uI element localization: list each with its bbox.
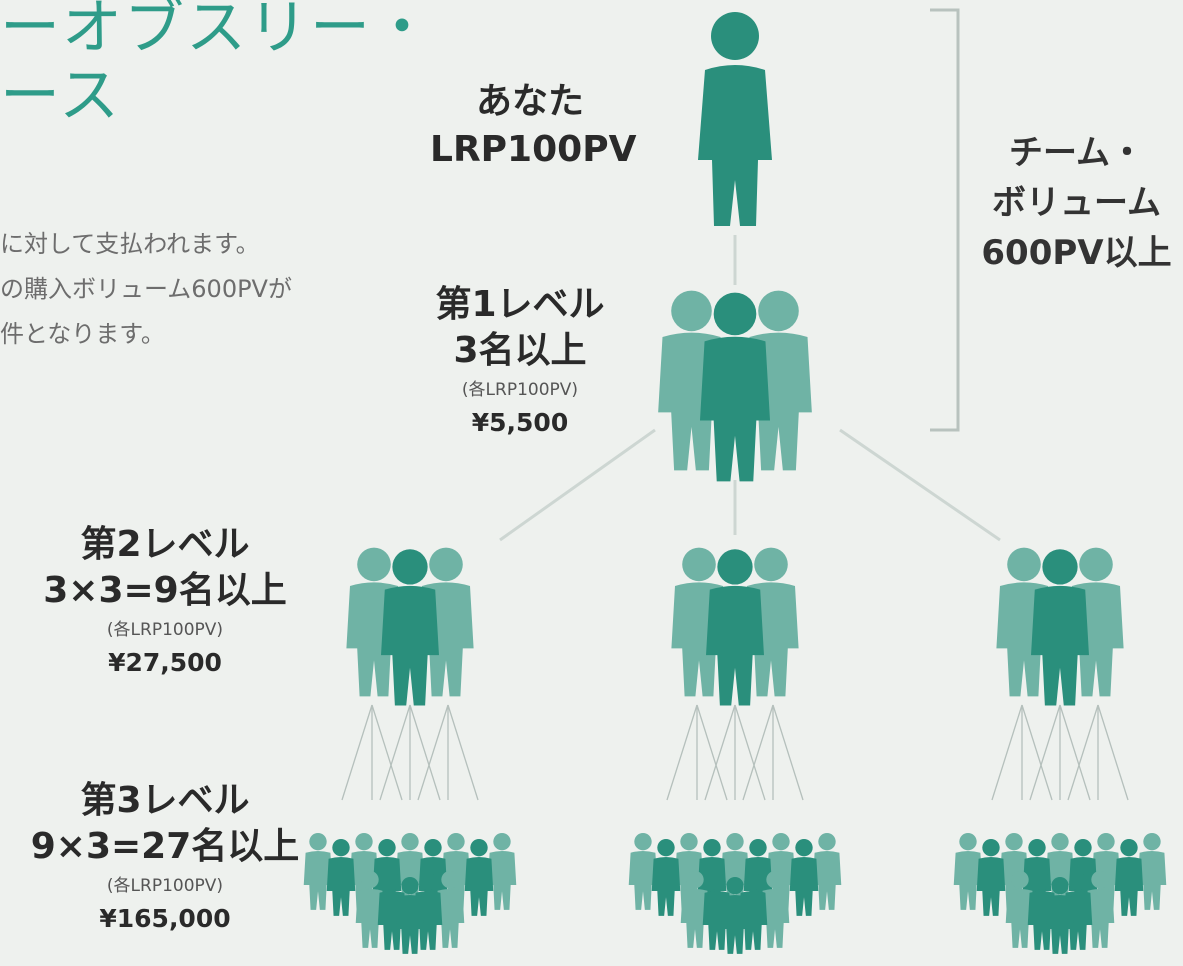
person-icon [789, 838, 819, 916]
person-icon [699, 292, 771, 482]
level-2-group-3 [996, 547, 1124, 706]
description-line-3: 件となります。 [0, 320, 165, 348]
level-3-cluster-1 [303, 832, 517, 954]
page-title: ーオブスリー・ ース [0, 0, 434, 130]
level-1-condition: (各LRP100PV) [461, 380, 579, 400]
fan-line [1097, 704, 1129, 801]
fan-line [696, 704, 728, 801]
person-icon [706, 549, 764, 706]
you-volume: LRP100PV [430, 129, 637, 170]
fan-line [417, 704, 449, 801]
level-1-count: 3名以上 [453, 330, 587, 371]
fan-line [379, 704, 411, 801]
connector-lines [499, 235, 1001, 542]
level-3-cluster-3 [953, 832, 1167, 954]
level-1-bonus: ¥5,500 [471, 408, 569, 437]
fan-line [1029, 704, 1061, 801]
fan-line [1067, 704, 1099, 801]
description-line-1: に対して支払われます。 [0, 230, 260, 258]
fan-line [447, 704, 479, 801]
level-1-label: 第1レベル 3名以上 (各LRP100PV) ¥5,500 [420, 282, 620, 440]
fan-lines [341, 704, 1129, 801]
fan-line [341, 704, 373, 801]
description-line-2: の購入ボリューム600PVが [0, 275, 292, 303]
description: に対して支払われます。 の購入ボリューム600PVが 件となります。 [0, 222, 292, 357]
you-person-icon [698, 12, 772, 226]
level-3-bonus: ¥165,000 [99, 904, 231, 933]
fan-line [1059, 704, 1091, 801]
level-3-name: 第3レベル [80, 780, 250, 821]
level-3-count: 9×3=27名以上 [30, 826, 300, 867]
level-1-group [658, 290, 812, 482]
level-2-group-2 [671, 547, 799, 706]
person-icon [1031, 549, 1089, 706]
level-3-label: 第3レベル 9×3=27名以上 (各LRP100PV) ¥165,000 [0, 778, 330, 936]
you-label: あなた LRP100PV [430, 78, 637, 174]
level-2-label: 第2レベル 3×3=9名以上 (各LRP100PV) ¥27,500 [0, 522, 330, 680]
fan-line [666, 704, 698, 801]
level-2-condition: (各LRP100PV) [106, 620, 224, 640]
title-line-2: ース [0, 61, 121, 131]
level-2-name: 第2レベル [80, 524, 250, 565]
team-volume-line-2: ボリューム [992, 183, 1161, 223]
level-2-group-1 [346, 547, 474, 706]
fan-line [742, 704, 774, 801]
level-3-cluster-2 [628, 832, 842, 954]
level-3-condition: (各LRP100PV) [106, 876, 224, 896]
fan-line [371, 704, 403, 801]
level-2-bonus: ¥27,500 [108, 648, 222, 677]
person-icon [464, 838, 494, 916]
level-1-name: 第1レベル [435, 284, 605, 325]
team-volume-line-1: チーム・ [1009, 133, 1144, 173]
person-icon [651, 838, 681, 916]
fan-line [704, 704, 736, 801]
team-volume-bracket [930, 8, 960, 432]
fan-line [991, 704, 1023, 801]
person-icon [1114, 838, 1144, 916]
fan-line [734, 704, 766, 801]
fan-line [1021, 704, 1053, 801]
fan-line [772, 704, 804, 801]
team-volume-line-3: 600PV以上 [981, 233, 1172, 273]
title-line-1: ーオブスリー・ [0, 0, 434, 63]
level-2-count: 3×3=9名以上 [43, 570, 287, 611]
fan-line [409, 704, 441, 801]
person-icon [976, 838, 1006, 916]
person-icon [326, 838, 356, 916]
team-volume-label: チーム・ ボリューム 600PV以上 [970, 128, 1183, 278]
you-name: あなた [475, 81, 584, 122]
person-icon [381, 549, 439, 706]
